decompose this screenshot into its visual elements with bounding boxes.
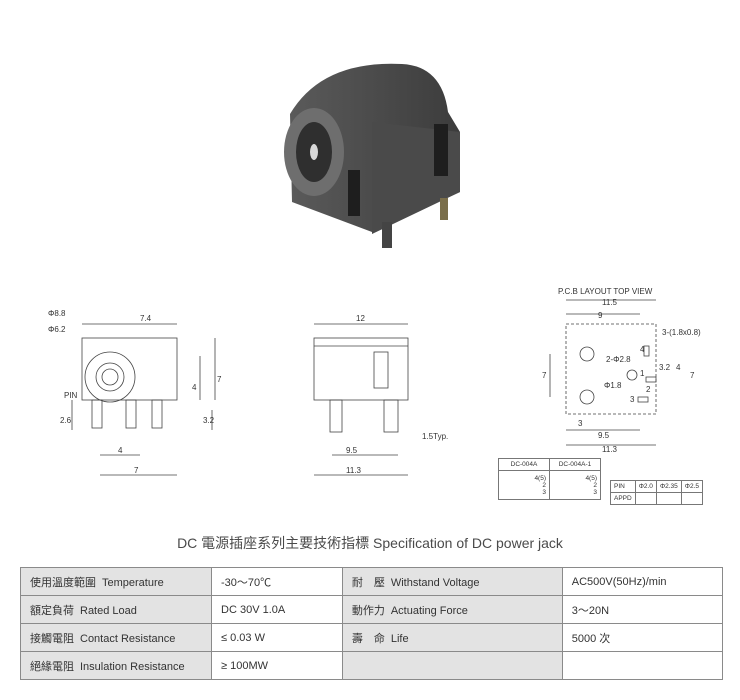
dim-h7: 7 (217, 375, 222, 384)
spec-title: DC 電源插座系列主要技術指標 Specification of DC powe… (177, 535, 563, 551)
model-a-label: DC-004A (498, 458, 550, 471)
dim-pcb-b113: 11.3 (602, 445, 618, 454)
spec-value-2: AC500V(50Hz)/min (561, 567, 724, 596)
pin-size-235: Φ2.35 (655, 480, 682, 493)
spec-label-2 (341, 651, 563, 680)
dim-pcb-b95: 9.5 (598, 431, 610, 440)
dim-pcb-v4: 4 (676, 363, 681, 372)
dim-h32: 3.2 (203, 416, 215, 425)
pin-size-table: PIN Φ2.0 Φ2.35 Φ2.5 APPD (610, 480, 704, 505)
dim-h4: 4 (192, 383, 197, 392)
dim-phi-outer: Φ8.8 (48, 309, 66, 318)
model-b-label: DC-004A-1 (549, 458, 601, 471)
dim-b7: 7 (134, 466, 139, 475)
dim-front-b113: 11.3 (346, 466, 362, 475)
dim-front-top: 12 (356, 314, 365, 323)
pin-size-25: Φ2.5 (680, 480, 704, 493)
model-b-pins: 4(5) 2 3 (549, 470, 601, 500)
dim-h26: 2.6 (60, 416, 72, 425)
pin-header: PIN (610, 480, 636, 493)
dim-b4: 4 (118, 446, 123, 455)
dim-pcb-v32: 3.2 (659, 363, 671, 372)
dim-pcb-b3: 3 (578, 419, 583, 428)
front-view-drawing (313, 323, 409, 476)
spec-value-2: 3～20N (561, 595, 724, 624)
spec-value: DC 30V 1.0A (211, 595, 343, 624)
pin-size-20: Φ2.0 (634, 480, 657, 493)
spec-value: -30～70℃ (211, 567, 343, 596)
pin-label: PIN (64, 391, 78, 400)
pin-appd: APPD (610, 492, 636, 505)
dim-pin-typ: 1.5Typ. (422, 432, 448, 441)
product-photo (284, 63, 460, 248)
spec-value-2 (561, 651, 724, 680)
side-view-drawing (71, 323, 216, 476)
dim-front-b95: 9.5 (346, 446, 358, 455)
spec-value: ≥ 100MW (211, 651, 343, 680)
model-schematic-table: DC-004A DC-004A-1 4(5) 2 3 4(5) 2 3 (498, 458, 601, 500)
pcb-pin-1: 1 (640, 369, 645, 378)
spec-value: ≤ 0.03 W (211, 623, 343, 652)
spec-value-2: 5000 次 (561, 623, 724, 652)
model-a-pins: 4(5) 2 3 (498, 470, 550, 500)
dim-pcb-hole1: Φ1.8 (604, 381, 622, 390)
pcb-pin-2: 2 (646, 385, 651, 394)
dim-pcb-w115: 11.5 (602, 298, 618, 307)
dim-pcb-v7r: 7 (690, 371, 695, 380)
dim-phi-inner: Φ6.2 (48, 325, 66, 334)
pcb-layout-drawing (549, 299, 657, 446)
dim-pcb-w9: 9 (598, 311, 603, 320)
technical-drawings: Φ8.8 Φ6.2 7.4 PIN 4 7 2.6 3.2 4 7 12 1.5… (48, 287, 701, 476)
pcb-title: P.C.B LAYOUT TOP VIEW (558, 287, 653, 296)
dim-pcb-v7: 7 (542, 371, 547, 380)
pcb-pin-4: 4 (640, 345, 645, 354)
dim-pcb-hole2: 2-Φ2.8 (606, 355, 631, 364)
pcb-pin-3: 3 (630, 395, 635, 404)
dim-pcb-slot: 3-(1.8x0.8) (662, 328, 701, 337)
dim-width: 7.4 (140, 314, 152, 323)
